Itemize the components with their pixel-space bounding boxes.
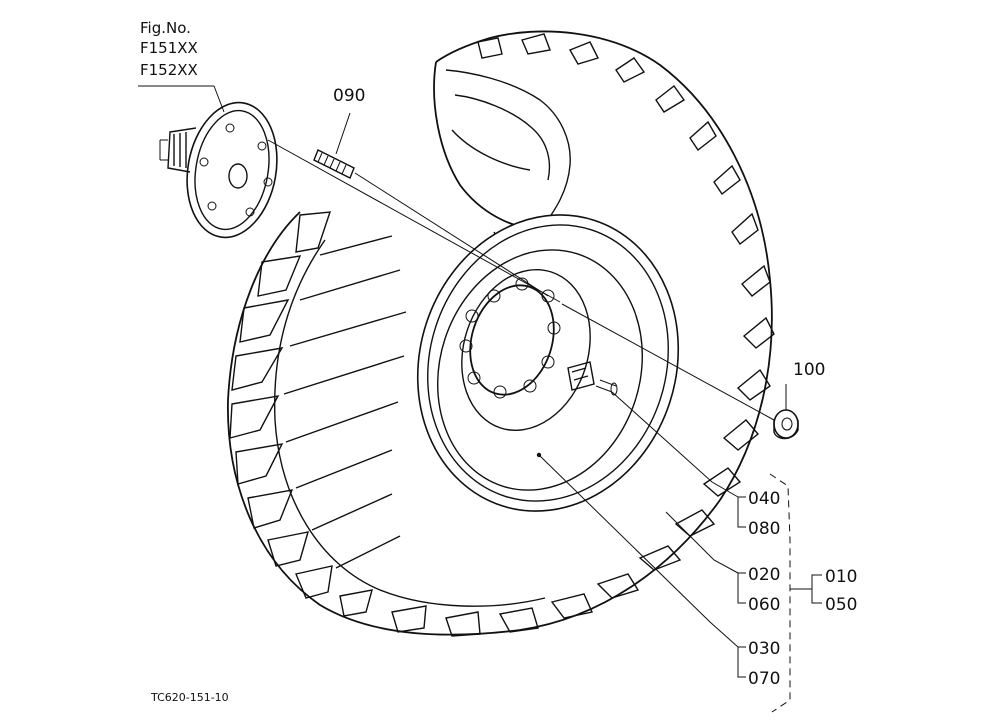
hub-drawing (159, 101, 278, 239)
part-label-010: 010 (825, 567, 857, 587)
part-label-100: 100 (793, 360, 825, 380)
part-label-020: 020 (748, 565, 780, 585)
part-label-050: 050 (825, 595, 857, 615)
fig-number-2: F152XX (140, 61, 198, 79)
part-label-080: 080 (748, 519, 780, 539)
part-label-090: 090 (333, 86, 365, 106)
fig-number-1: F151XX (140, 39, 198, 57)
stud-090-drawing (313, 149, 355, 179)
tire-drawing (227, 30, 775, 637)
nut-100-drawing (773, 409, 799, 440)
leader-lines (138, 85, 787, 648)
part-brackets (737, 473, 822, 713)
fig-no-label: Fig.No. (140, 19, 191, 37)
part-label-070: 070 (748, 669, 780, 689)
part-label-030: 030 (748, 639, 780, 659)
part-label-060: 060 (748, 595, 780, 615)
drawing-id: TC620-151-10 (150, 691, 229, 704)
rim-disc-drawing (416, 214, 680, 512)
part-label-040: 040 (748, 489, 780, 509)
